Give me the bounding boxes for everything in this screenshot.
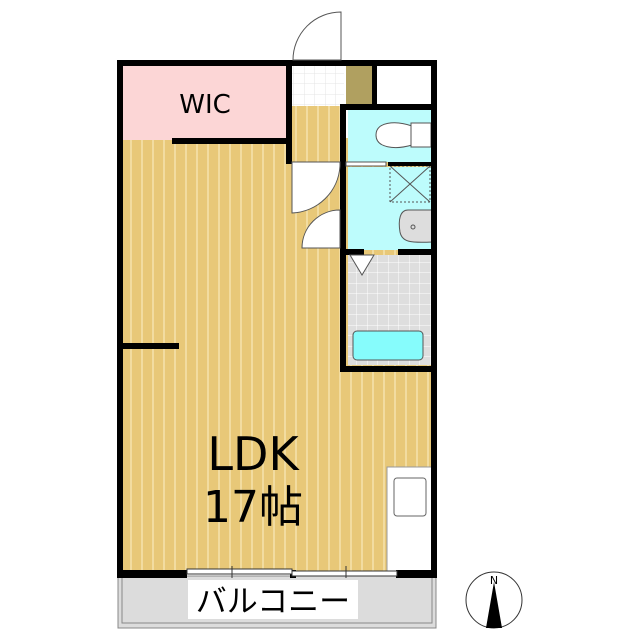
kitchen-counter — [386, 466, 433, 574]
walls — [117, 60, 437, 578]
compass-icon: N — [465, 571, 523, 629]
wic-room — [122, 66, 290, 140]
hall-floor — [292, 106, 344, 162]
balcony-label: バルコニー — [196, 584, 350, 620]
wic-label: WIC — [179, 90, 231, 120]
compass-north-label: N — [490, 574, 498, 587]
ldk-label: LDK — [207, 427, 300, 481]
shoe-box — [346, 66, 372, 104]
balcony-label-bg — [188, 580, 358, 619]
closet — [377, 66, 431, 104]
bathtub — [352, 330, 424, 361]
wash-basin-icon — [398, 209, 433, 243]
balcony-windows — [186, 566, 398, 578]
ldk-size-label: 17帖 — [203, 482, 303, 533]
doors — [291, 11, 387, 276]
entrance-tiles — [292, 66, 344, 106]
toilet-icon — [375, 122, 432, 148]
